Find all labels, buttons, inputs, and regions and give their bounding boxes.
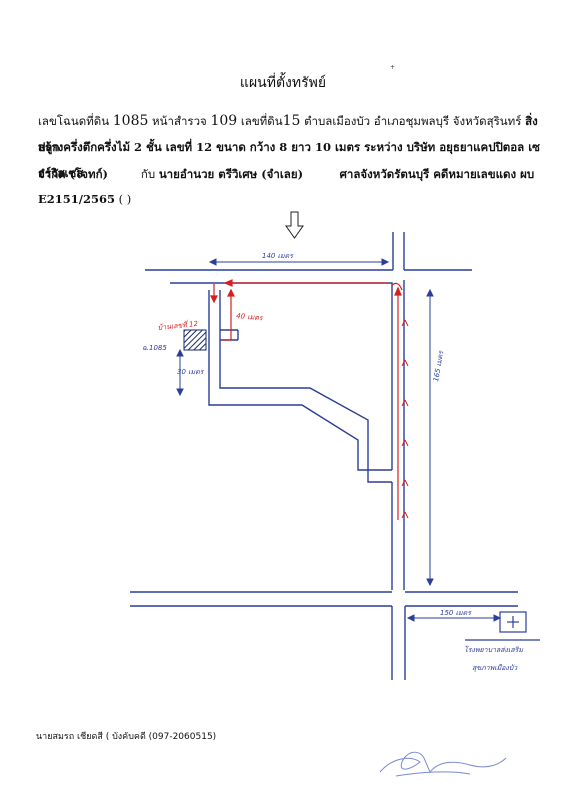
- survey-page-label: หน้าสำรวจ: [152, 114, 207, 128]
- north-arrow-icon: [285, 211, 304, 239]
- road-lines: [130, 232, 518, 680]
- court-text: ศาลจังหวัดรัตนบุรี คดีหมายเลขแดง ผบ: [339, 167, 535, 181]
- route-ticks: [401, 319, 409, 519]
- top-distance-label: 140 เมตร: [262, 252, 294, 260]
- survey-page-number: 109: [210, 113, 238, 129]
- building-description: สร้างครึ่งตึกครึ่งไม้ 2 ชั้น เลขที่ 12 ข…: [38, 140, 540, 180]
- land-number: 15: [282, 113, 301, 129]
- bottom-distance-arrow: [406, 614, 502, 622]
- case-blank: ( ): [118, 192, 132, 206]
- hospital-icon: [465, 611, 540, 641]
- right-distance-label: 165 เมตร: [432, 349, 445, 382]
- deed-number: 1085: [112, 113, 149, 129]
- house-distance-label: 40 เมตร: [236, 312, 264, 322]
- left-distance-label: 30 เมตร: [177, 368, 205, 376]
- footer-contact: นายสมรถ เชียดสี ( บังคับคดี (097-2060515…: [36, 732, 217, 742]
- paragraph-line-2: สร้างครึ่งตึกครึ่งไม้ 2 ชั้น เลขที่ 12 ข…: [38, 134, 548, 186]
- with-text: กับ: [140, 167, 156, 181]
- location-text: ตำบลเมืองบัว อำเภอชุมพลบุรี จังหวัดสุริน…: [304, 114, 522, 128]
- signature-icon: [379, 751, 507, 777]
- right-distance-arrow: [426, 288, 434, 587]
- paragraph-line-4: E2151/2565 ( ): [38, 186, 548, 212]
- top-distance-arrow: [208, 258, 390, 266]
- land-number-label: เลขที่ดิน: [240, 114, 283, 128]
- paragraph-line-3: จำกัด (โจทก์) กับ นายอำนวย ตรีวิเศษ (จำเ…: [38, 161, 548, 187]
- building-label: สิ่งปลูก: [38, 114, 538, 154]
- route-arrows: [210, 279, 403, 520]
- plaintiff-text: จำกัด (โจทก์): [38, 167, 108, 181]
- deed-number-label: ฉ.1085: [142, 344, 167, 352]
- house-plot: [183, 329, 207, 351]
- left-distance-arrow: [176, 348, 184, 397]
- landmark-label-line-2: สุขภาพเมืองบัว: [472, 664, 518, 672]
- paragraph-line-1: เลขโฉนดที่ดิน 1085 หน้าสำรวจ 109 เลขที่ด…: [38, 108, 548, 160]
- defendant-text: นายอำนวย ตรีวิเศษ (จำเลย): [158, 167, 304, 181]
- svg-text:+: +: [390, 64, 395, 71]
- page-title: แผนที่ตั้งทรัพย์: [239, 75, 327, 91]
- bottom-distance-label: 150 เมตร: [440, 609, 472, 617]
- landmark-label-line-1: โรงพยาบาลส่งเสริม: [464, 645, 523, 654]
- deed-label: เลขโฉนดที่ดิน: [38, 114, 110, 128]
- case-number: E2151/2565: [38, 192, 115, 206]
